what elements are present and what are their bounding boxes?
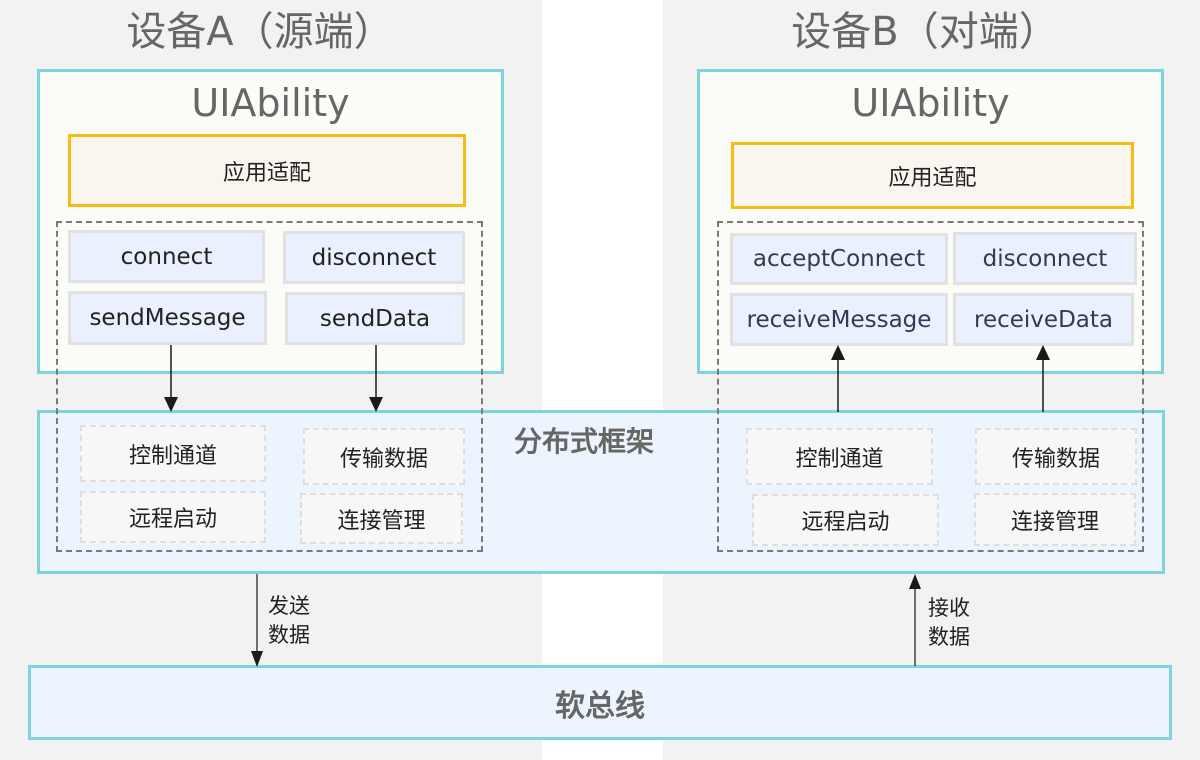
service-label: 连接管理: [337, 508, 426, 534]
device-a-app-adapt: 应用适配: [68, 134, 466, 207]
device-a-uiability-title: UIAbility: [191, 81, 350, 125]
service-label: 传输数据: [1011, 446, 1100, 472]
soft-bus-title: 软总线: [555, 688, 645, 724]
device-a-app-adapt-label: 应用适配: [222, 160, 311, 186]
service-connection-management: 连接管理: [974, 493, 1136, 546]
api-disconnect: disconnect: [283, 231, 465, 284]
receive-data-label-line2: 数据: [928, 625, 970, 649]
device-b-app-adapt-label: 应用适配: [888, 165, 977, 191]
api-label: receiveData: [974, 306, 1113, 333]
receive-data-label-line1: 接收: [928, 596, 970, 620]
service-label: 控制通道: [795, 446, 884, 472]
api-connect: connect: [68, 230, 265, 283]
service-label: 远程启动: [128, 507, 217, 532]
api-receive-message: receiveMessage: [730, 293, 948, 346]
service-transfer-data: 传输数据: [303, 428, 465, 485]
api-label: disconnect: [982, 245, 1108, 272]
service-remote-start: 远程启动: [752, 494, 939, 546]
service-label: 远程启动: [801, 510, 890, 535]
device-a-api-group-outline: [56, 221, 483, 552]
service-label: 控制通道: [128, 443, 217, 469]
api-send-data: sendData: [285, 292, 465, 345]
service-label: 连接管理: [1010, 509, 1099, 535]
send-data-label: 发送 数据: [268, 592, 310, 650]
soft-bus: 软总线: [28, 665, 1172, 740]
device-b-uiability-title: UIAbility: [851, 81, 1010, 125]
api-disconnect: disconnect: [953, 232, 1137, 285]
service-control-channel: 控制通道: [746, 428, 933, 485]
receive-data-label: 接收 数据: [928, 594, 970, 652]
service-label: 传输数据: [339, 446, 428, 472]
api-label: sendData: [319, 305, 431, 332]
api-receive-data: receiveData: [953, 293, 1134, 346]
service-transfer-data: 传输数据: [975, 428, 1137, 485]
device-b-title: 设备B（对端）: [791, 9, 1059, 55]
service-connection-management: 连接管理: [300, 493, 463, 544]
device-b-api-group-outline: [717, 221, 1144, 552]
device-a-title: 设备A（源端）: [126, 9, 394, 55]
service-remote-start: 远程启动: [80, 491, 266, 543]
send-data-label-line2: 数据: [268, 623, 310, 647]
device-b-app-adapt: 应用适配: [731, 142, 1134, 209]
distributed-framework-title: 分布式框架: [514, 425, 655, 458]
api-label: connect: [120, 243, 213, 270]
api-label: acceptConnect: [752, 246, 926, 272]
api-accept-connect: acceptConnect: [730, 233, 948, 285]
send-data-label-line1: 发送: [268, 594, 310, 618]
api-label: receiveMessage: [746, 306, 932, 333]
service-control-channel: 控制通道: [80, 425, 266, 482]
api-label: disconnect: [311, 244, 437, 271]
api-label: sendMessage: [89, 305, 246, 331]
api-send-message: sendMessage: [68, 291, 267, 345]
